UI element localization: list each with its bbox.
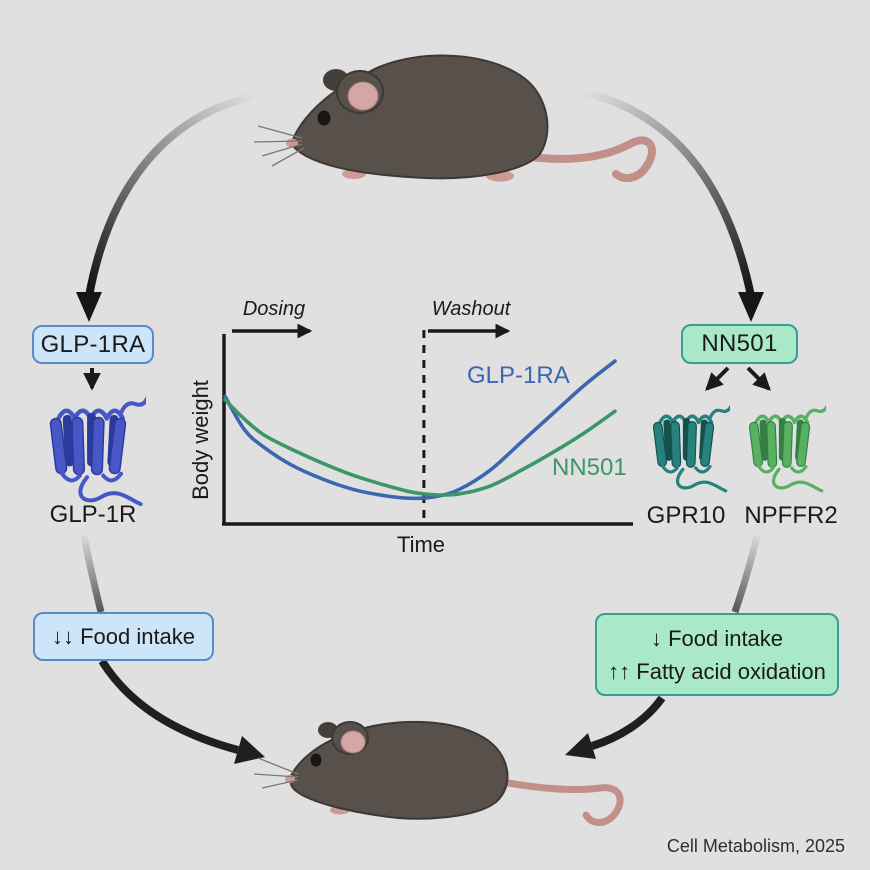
curved-arrow-top-left-icon — [76, 92, 257, 322]
npffr2-label: NPFFR2 — [744, 502, 838, 529]
y-axis-label: Body weight — [188, 380, 213, 500]
connector-right-icon — [731, 535, 761, 614]
curved-arrow-bottom-right-icon — [565, 695, 666, 759]
chart-curves — [223, 359, 617, 501]
glp1r-label: GLP-1R — [49, 501, 137, 528]
curved-arrow-bottom-left-icon — [98, 658, 265, 764]
arrow-nn501-to-npffr2-icon — [746, 366, 771, 391]
nn501-box: NN501 — [681, 324, 798, 364]
chart-axes — [222, 334, 633, 526]
curve-NN501 — [223, 398, 617, 497]
gpr10-label: GPR10 — [646, 502, 726, 529]
curve-GLP-1RA — [223, 359, 617, 501]
nn501-series-label: NN501 — [552, 454, 627, 481]
nn501-outcome-box: ↓ Food intake ↑↑ Fatty acid oxidation — [595, 613, 839, 696]
source-citation: Cell Metabolism, 2025 — [666, 836, 845, 856]
food-intake-box: ↓↓ Food intake — [33, 612, 214, 661]
body-weight-chart — [222, 323, 633, 526]
obese-mouse-illustration — [253, 54, 656, 183]
glp1r-receptor-icon — [49, 398, 146, 505]
glp1ra-series-label: GLP-1RA — [467, 362, 570, 389]
nn501-box-label: NN501 — [701, 330, 778, 357]
x-axis-label: Time — [396, 532, 446, 557]
curved-arrow-top-right-icon — [582, 88, 764, 322]
washout-phase-label: Washout — [431, 298, 511, 320]
nn501-outcome-line2: ↑↑ Fatty acid oxidation — [608, 658, 826, 684]
connector-left-icon — [80, 535, 105, 613]
npffr2-receptor-icon — [749, 406, 826, 491]
glp1ra-box: GLP-1RA — [32, 325, 154, 364]
gpr10-receptor-icon — [653, 406, 730, 491]
lean-mouse-illustration — [253, 720, 624, 826]
arrow-nn501-to-gpr10-icon — [705, 366, 730, 391]
food-intake-box-label: ↓↓ Food intake — [51, 624, 196, 649]
nn501-outcome-line1: ↓ Food intake — [650, 625, 784, 651]
dosing-phase-label: Dosing — [242, 298, 306, 320]
glp1ra-box-label: GLP-1RA — [40, 330, 146, 358]
